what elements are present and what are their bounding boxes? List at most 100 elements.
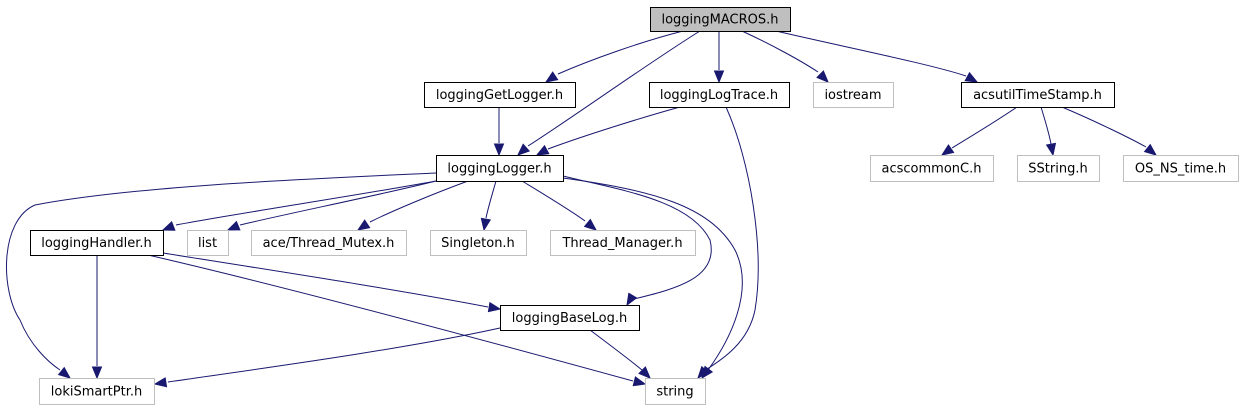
arrowhead-icon [638, 366, 651, 379]
node-label: Singleton.h [441, 236, 515, 251]
node-box [1123, 155, 1239, 182]
edge-line [162, 252, 489, 308]
edge-line [741, 30, 819, 73]
node-string: string [645, 378, 706, 405]
edge-logger-to-string [562, 177, 743, 380]
edge-line [6, 172, 437, 371]
arrowhead-icon [701, 365, 714, 380]
edge-timestamp-to-sstring [1040, 106, 1057, 157]
node-logtrace[interactable]: loggingLogTrace.h [649, 82, 790, 108]
edge-line [527, 30, 701, 147]
edge-macros-to-logtrace [713, 31, 725, 84]
arrowhead-icon [91, 366, 103, 380]
arrowhead-icon [535, 144, 550, 156]
edge-handler-to-loki [91, 255, 103, 380]
node-box [870, 155, 994, 182]
node-loki: lokiSmartPtr.h [39, 378, 155, 405]
node-box [436, 155, 564, 182]
arrowhead-icon [816, 70, 829, 83]
node-label: OS_NS_time.h [1135, 162, 1226, 177]
node-label: acscommonC.h [882, 162, 982, 177]
node-box [430, 230, 527, 256]
edge-logger-to-handler [161, 180, 437, 231]
arrowhead-icon [1143, 143, 1158, 156]
edge-line [775, 30, 967, 77]
edge-macros-to-timestamp [775, 30, 979, 83]
edge-line [951, 106, 1018, 149]
node-sstring: SString.h [1017, 155, 1100, 182]
node-baselog[interactable]: loggingBaseLog.h [500, 305, 640, 331]
node-box [187, 230, 229, 256]
edge-line [547, 106, 681, 150]
node-box [1017, 155, 1100, 182]
arrowhead-icon [964, 71, 979, 83]
edge-macros-to-logger [517, 30, 701, 156]
arrowhead-icon [544, 71, 559, 83]
node-label: loggingMACROS.h [661, 13, 778, 28]
edge-line [1061, 106, 1147, 148]
edge-line [562, 175, 712, 301]
edge-line [562, 177, 743, 371]
node-getlogger[interactable]: loggingGetLogger.h [424, 82, 576, 108]
node-label: SString.h [1028, 162, 1087, 177]
node-box [30, 230, 164, 256]
edge-line [239, 180, 437, 226]
edges-layer [6, 30, 1158, 388]
arrowhead-icon [583, 218, 598, 231]
arrowhead-icon [940, 144, 955, 156]
arrowhead-icon [1045, 142, 1057, 157]
node-macros: loggingMACROS.h [650, 7, 791, 32]
edge-timestamp-to-osnstime [1061, 106, 1158, 156]
edge-baselog-to-loki [153, 327, 501, 388]
arrowhead-icon [356, 219, 371, 231]
node-logger[interactable]: loggingLogger.h [436, 155, 564, 182]
edge-line [175, 180, 437, 226]
node-label: loggingHandler.h [41, 236, 152, 251]
edge-timestamp-to-acscommon [940, 106, 1018, 156]
edge-line [369, 180, 469, 223]
nodes-layer: loggingMACROS.h loggingGetLogger.h logging… [30, 7, 1239, 405]
arrowhead-icon [226, 220, 241, 231]
edge-handler-to-baselog [162, 252, 502, 313]
edge-line [557, 30, 684, 75]
edge-logger-to-threadmgr [521, 180, 598, 231]
arrowhead-icon [161, 220, 176, 231]
node-threadmgr: Thread_Manager.h [550, 230, 696, 256]
node-singleton: Singleton.h [430, 230, 527, 256]
arrowhead-icon [487, 301, 502, 313]
edge-macros-to-iostream [741, 30, 829, 83]
edge-line [703, 106, 759, 372]
edge-logger-to-mutex [356, 180, 469, 231]
node-box [550, 230, 696, 256]
edge-line [521, 180, 586, 222]
arrowhead-icon [632, 376, 647, 387]
arrowhead-icon [713, 70, 725, 84]
arrowhead-icon [480, 217, 492, 232]
node-label: list [198, 236, 217, 251]
node-timestamp[interactable]: acsutilTimeStamp.h [961, 82, 1115, 108]
edge-line [147, 254, 634, 382]
edge-logtrace-to-logger [535, 106, 681, 156]
edge-logger-to-list [226, 180, 437, 231]
node-label: acsutilTimeStamp.h [973, 88, 1102, 103]
node-box [649, 82, 790, 108]
node-handler[interactable]: loggingHandler.h [30, 230, 164, 256]
node-box [500, 305, 640, 331]
edge-macros-to-getlogger [544, 30, 684, 83]
node-label: loggingLogTrace.h [660, 88, 778, 103]
edge-logger-to-loki [6, 172, 437, 379]
node-label: string [656, 385, 693, 400]
node-box [251, 230, 407, 256]
edge-line [1040, 106, 1052, 145]
node-iostream: iostream [813, 82, 894, 108]
edge-line [589, 329, 643, 371]
node-list: list [187, 230, 229, 256]
node-box [961, 82, 1115, 108]
arrowhead-icon [153, 377, 168, 388]
edge-logger-to-singleton [480, 180, 497, 232]
arrowhead-icon [517, 143, 531, 156]
node-label: iostream [824, 88, 881, 103]
arrowhead-icon [493, 143, 505, 157]
node-acscommon: acscommonC.h [870, 155, 994, 182]
